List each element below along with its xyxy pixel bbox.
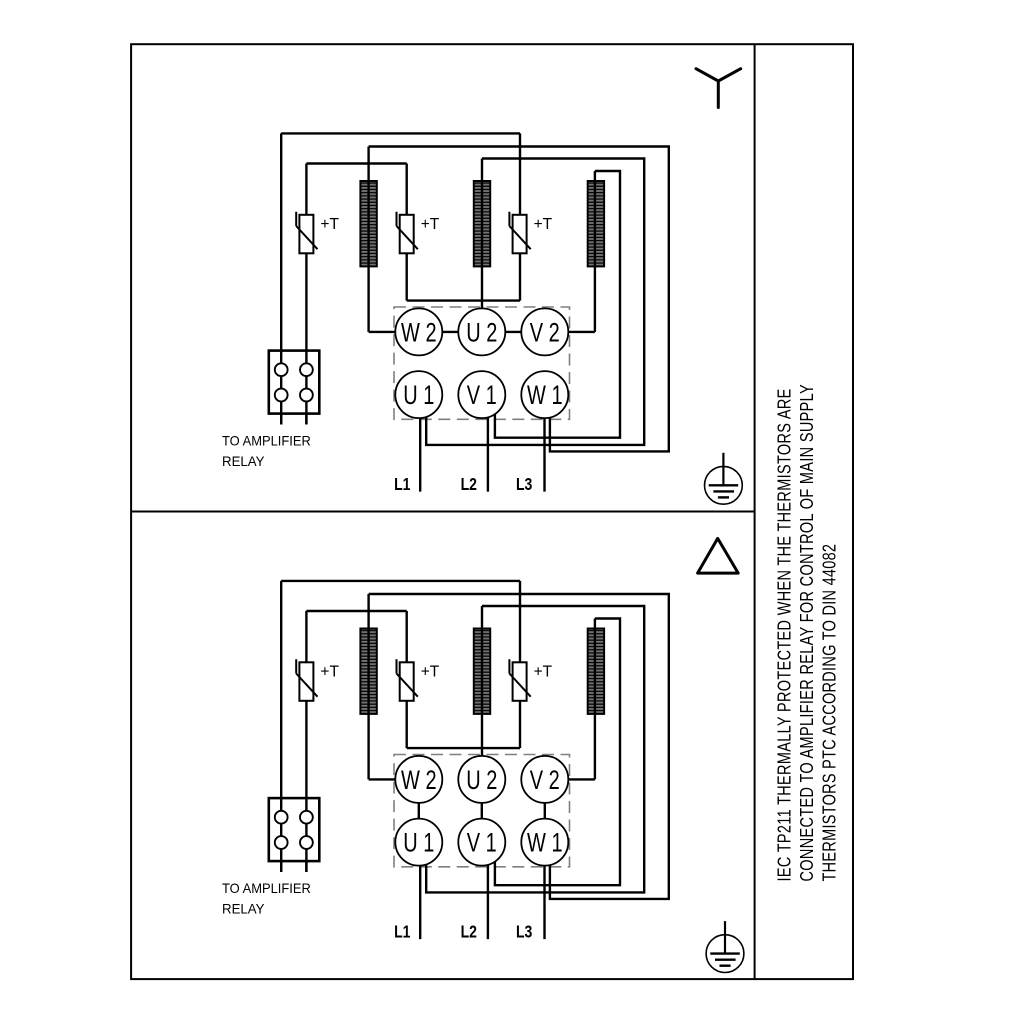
svg-text:CONNECTED TO AMPLIFIER RELAY F: CONNECTED TO AMPLIFIER RELAY FOR CONTROL… — [798, 384, 818, 881]
svg-text:IEC TP211 THERMALLY PROTECTED: IEC TP211 THERMALLY PROTECTED WHEN THE T… — [775, 389, 795, 882]
svg-text:THERMISTORS PTC ACCORDING TO D: THERMISTORS PTC ACCORDING TO DIN 44082 — [820, 544, 840, 882]
